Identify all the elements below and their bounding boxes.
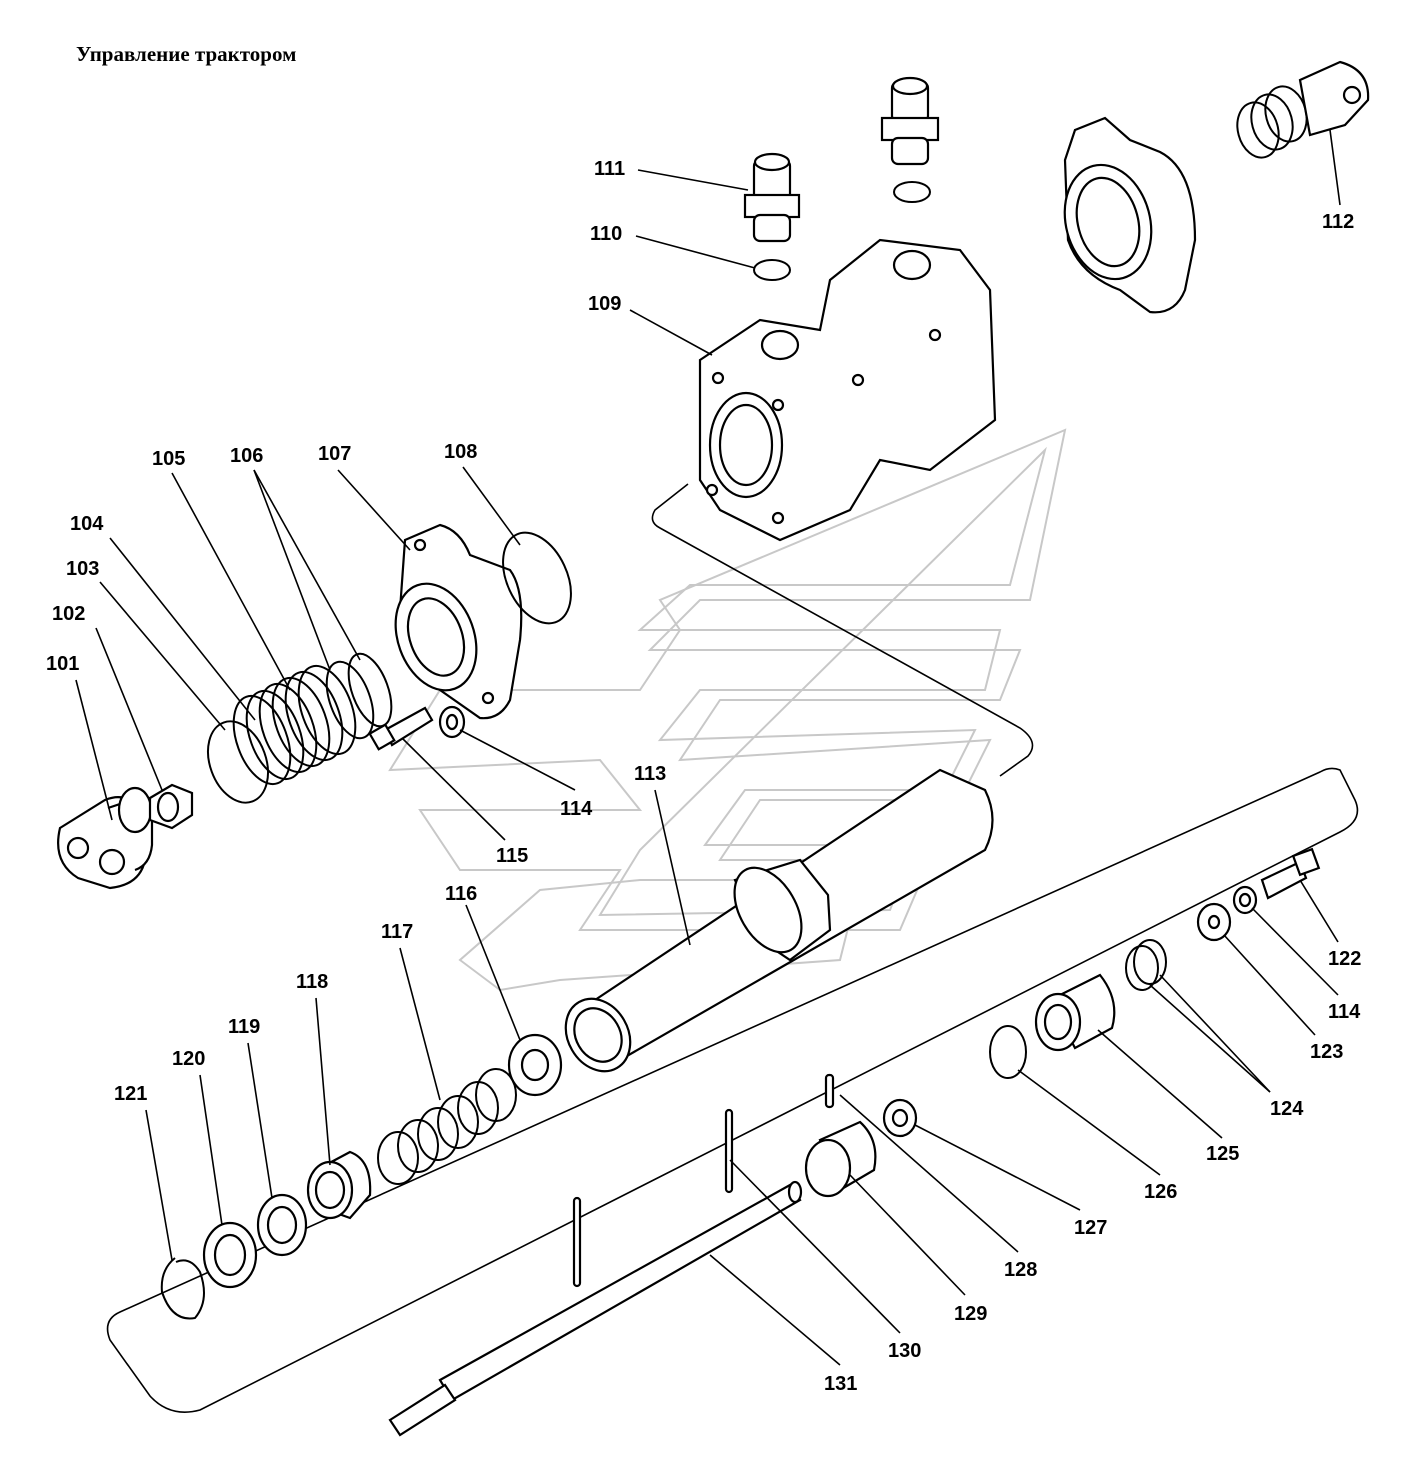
part-flange-upper: [1063, 116, 1197, 314]
callout-131: 131: [824, 1373, 857, 1395]
part-118-sleeve: [306, 1150, 372, 1220]
part-123-washer: [1196, 902, 1232, 942]
callout-119: 119: [228, 1016, 260, 1038]
part-114-washer-b: [1232, 885, 1258, 915]
callout-114b: 114: [1328, 1001, 1361, 1023]
part-128-pin: [824, 1073, 835, 1109]
callout-117: 117: [381, 921, 413, 943]
callout-115: 115: [496, 845, 528, 867]
part-111-fitting: [743, 76, 940, 243]
callout-107: 107: [318, 443, 351, 465]
callout-114a: 114: [560, 798, 593, 820]
part-120-washer: [202, 1221, 258, 1289]
callout-130: 130: [888, 1340, 921, 1362]
part-127-nut: [882, 1098, 918, 1138]
callout-120: 120: [172, 1048, 205, 1070]
callout-106: 106: [230, 445, 263, 467]
part-109-housing: [698, 238, 997, 542]
part-108-oring: [502, 531, 572, 625]
callout-104: 104: [70, 513, 104, 535]
part-125-bushing: [1034, 973, 1116, 1052]
part-115-bolt: [368, 706, 434, 751]
callout-122: 122: [1328, 948, 1361, 970]
part-107-flange: [394, 523, 523, 720]
part-131-shaft: [388, 1180, 803, 1437]
part-130-pins: [572, 1108, 734, 1288]
part-113-sleeve: [564, 768, 994, 1073]
callout-110: 110: [590, 223, 622, 245]
leader-lines: [75, 129, 1341, 1366]
callout-101: 101: [46, 653, 79, 675]
part-126-ring: [989, 1025, 1027, 1079]
callout-125: 125: [1206, 1143, 1239, 1165]
callout-102: 102: [52, 603, 85, 625]
part-116-washer: [507, 1033, 563, 1097]
callout-111: 111: [594, 158, 625, 180]
callout-116: 116: [445, 883, 477, 905]
callout-112: 112: [1322, 211, 1354, 233]
callout-127: 127: [1074, 1217, 1107, 1239]
callout-126: 126: [1144, 1181, 1177, 1203]
part-129-bushing: [804, 1120, 877, 1198]
shaft-group-outline: [106, 767, 1359, 1413]
page-title: Управление трактором: [76, 42, 297, 66]
part-101-clevis: [57, 786, 154, 890]
callout-124: 124: [1270, 1098, 1304, 1120]
callout-109: 109: [588, 293, 621, 315]
part-103-ring: [207, 720, 269, 804]
callout-121: 121: [114, 1083, 147, 1105]
callout-105: 105: [152, 448, 185, 470]
part-121-circlip: [160, 1257, 205, 1320]
callout-123: 123: [1310, 1041, 1343, 1063]
callouts: 101 102 103 104 105 106 107 108 109 110 …: [46, 158, 1361, 1395]
part-124-rings: [1125, 939, 1167, 991]
callout-118: 118: [296, 971, 328, 993]
callout-129: 129: [954, 1303, 987, 1325]
callout-108: 108: [444, 441, 477, 463]
part-114-washer-a: [438, 705, 466, 739]
part-110-oring: [753, 181, 931, 281]
part-102-nut: [148, 783, 194, 830]
callout-128: 128: [1004, 1259, 1037, 1281]
part-104-105-spring: [232, 664, 357, 786]
part-117-spring: [377, 1068, 517, 1185]
part-119-washer: [256, 1193, 308, 1257]
housing-group-outline: [651, 483, 1034, 777]
part-112-clevis: [1236, 60, 1370, 159]
callout-103: 103: [66, 558, 99, 580]
part-122-bolt: [1260, 847, 1321, 900]
callout-113: 113: [634, 763, 666, 785]
